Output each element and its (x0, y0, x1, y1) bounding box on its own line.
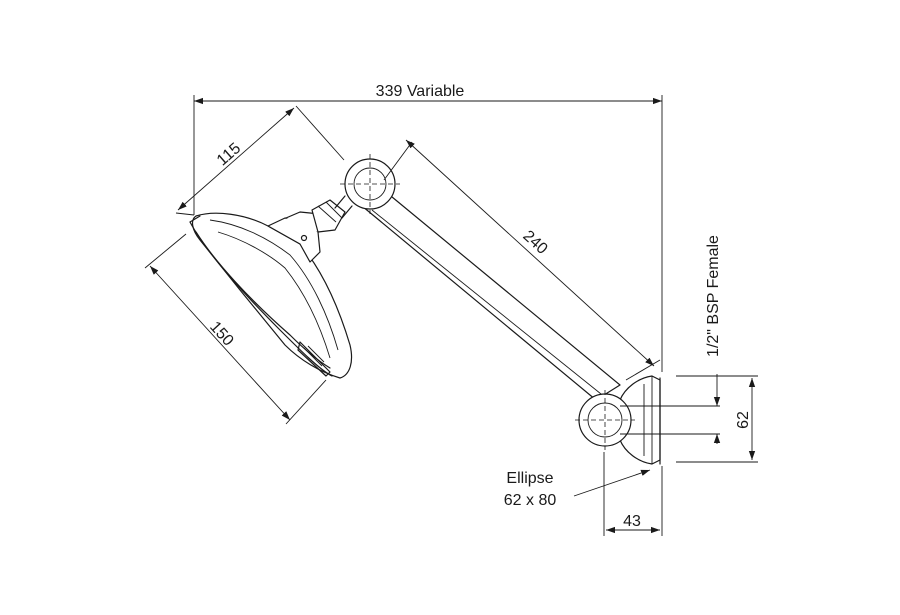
shower-arm (334, 154, 621, 401)
ellipse-note-line1: Ellipse (506, 470, 553, 487)
dimension-overall-width-label: 339 Variable (376, 83, 465, 100)
dimension-flange-depth-label: 43 (623, 513, 641, 530)
dimension-head-depth-label: 115 (214, 140, 244, 170)
dimension-flange-height-label: 62 (735, 411, 752, 429)
wall-flange (575, 375, 720, 465)
dimension-head-diameter-label: 150 (206, 318, 237, 349)
dimension-head-depth: 115 (175, 105, 345, 216)
ellipse-note: Ellipse 62 x 80 (504, 469, 651, 509)
ellipse-note-line2: 62 x 80 (504, 492, 557, 509)
thread-spec-note: 1/2" BSP Female (705, 235, 722, 357)
dimension-arm-length: 240 (383, 139, 661, 381)
shower-head (189, 199, 353, 379)
dimension-flange-depth: 43 (603, 452, 663, 536)
dimension-arm-length-label: 240 (519, 227, 550, 258)
dimension-overall-width: 339 Variable (193, 83, 663, 372)
